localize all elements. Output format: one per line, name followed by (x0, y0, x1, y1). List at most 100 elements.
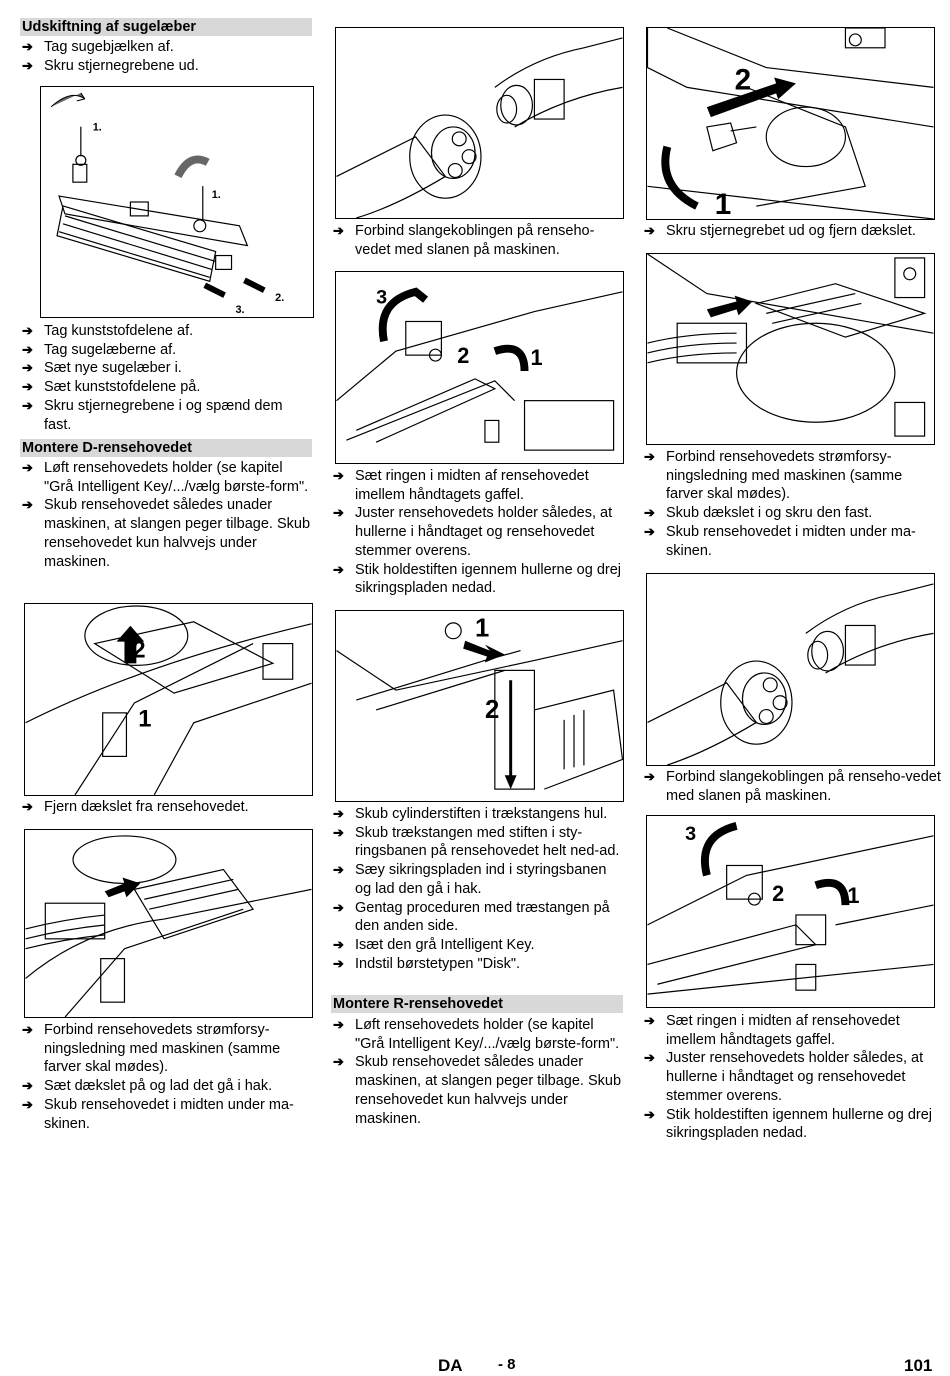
arrow-icon: ➔ (333, 223, 344, 238)
arrow-icon: ➔ (644, 769, 655, 784)
figure-label: 3 (376, 287, 387, 309)
list-item: ➔Sæt dækslet på og lad det gå i hak. (22, 1078, 273, 1095)
figure-label: 1 (715, 188, 732, 219)
step-list: ➔Skub cylinderstiften i trækstangens hul… (331, 805, 623, 973)
figure-squeegee-disassembly: 1. 1. 2. 3. (40, 86, 314, 318)
arrow-icon: ➔ (22, 323, 33, 338)
list-item: ➔Forbind slangekoblingen på renseho-vede… (644, 769, 941, 804)
page-number: 101 (904, 1356, 933, 1375)
figure-label: 1. (212, 189, 221, 201)
figure-mount-handle-d: 3 2 1 (335, 271, 624, 464)
figure-label: 1 (475, 615, 489, 643)
heading-replace-squeegee: Udskiftning af sugelæber (20, 18, 312, 36)
figure-label: 2. (275, 292, 284, 304)
figure-label: 1 (138, 706, 151, 733)
heading-mount-r-head: Montere R-rensehovedet (331, 995, 623, 1013)
list-item: ➔Skub trækstangen med stiften i sty-ring… (333, 824, 620, 860)
arrow-icon: ➔ (22, 397, 33, 413)
arrow-icon: ➔ (333, 505, 344, 521)
step-list: ➔Løft rensehovedets holder (se kapitel "… (20, 459, 312, 571)
figure-label: 2 (485, 696, 499, 724)
figure-pull-rod: 1 2 (335, 610, 624, 802)
arrow-icon: ➔ (22, 1096, 33, 1112)
figure-label: 2 (132, 636, 145, 663)
step-list: ➔Forbind slangekoblingen på renseho-vede… (642, 768, 942, 805)
step-list: ➔Forbind rensehovedets strømforsy-ningsl… (642, 448, 942, 560)
step-list: ➔Fjern dækslet fra rensehovedet. (20, 798, 312, 817)
figure-hose-coupling (335, 27, 624, 219)
list-item: ➔Skru stjernegrebet ud og fjern dækslet. (644, 223, 916, 239)
arrow-icon: ➔ (333, 955, 344, 971)
list-item: ➔Forbind slangekoblingen på renseho-vede… (333, 223, 595, 258)
figure-label: 1 (847, 883, 859, 908)
list-item: ➔Indstil børstetypen "Disk". (333, 955, 521, 972)
list-item: ➔Sæt nye sugelæber i. (22, 360, 182, 377)
list-item: ➔Skub dækslet i og skru den fast. (644, 505, 873, 522)
list-item: ➔Stik holdestiften igennem hullerne og d… (644, 1106, 932, 1142)
list-item: ➔Fjern dækslet fra rensehovedet. (22, 799, 249, 815)
arrow-icon: ➔ (333, 862, 344, 878)
arrow-icon: ➔ (22, 1078, 33, 1094)
list-item: ➔Sæt ringen i midten af rensehovedet ime… (644, 1013, 900, 1048)
arrow-icon: ➔ (644, 1106, 655, 1122)
list-item: ➔Skub cylinderstiften i trækstangens hul… (333, 806, 608, 822)
list-item: ➔Stik holdestiften igennem hullerne og d… (333, 561, 621, 597)
step-list: ➔Forbind rensehovedets strømforsy-ningsl… (20, 1021, 312, 1133)
list-item: ➔Skub rensehovedet i midten under ma-ski… (644, 523, 916, 559)
list-item: ➔Skub rensehovedet således unader maskin… (22, 497, 311, 570)
arrow-icon: ➔ (333, 561, 344, 577)
figure-label: 3. (235, 304, 244, 316)
figure-connect-power-r (646, 253, 935, 445)
list-item: ➔Sæy sikringspladen ind i styringsbanen … (333, 862, 607, 897)
figure-remove-cover: 2 1 (24, 603, 313, 796)
arrow-icon: ➔ (333, 1017, 344, 1032)
arrow-icon: ➔ (644, 1013, 655, 1028)
arrow-icon: ➔ (333, 899, 344, 915)
figure-label: 1. (93, 122, 102, 134)
arrow-icon: ➔ (644, 505, 655, 521)
step-list: ➔Tag kunststofdelene af. ➔Tag sugelæbern… (20, 322, 312, 434)
list-item: ➔Løft rensehovedets holder (se kapitel "… (333, 1017, 620, 1052)
arrow-icon: ➔ (22, 39, 33, 54)
step-list: ➔Forbind slangekoblingen på renseho-vede… (331, 222, 623, 259)
arrow-icon: ➔ (22, 460, 33, 475)
footer-language: DA (438, 1356, 463, 1375)
figure-label: 2 (772, 881, 784, 906)
arrow-icon: ➔ (644, 523, 655, 539)
figure-label: 2 (735, 63, 752, 96)
list-item: ➔Skru stjernegrebene i og spænd dem fast… (22, 397, 283, 433)
footer-section: - 8 (498, 1356, 516, 1373)
arrow-icon: ➔ (644, 1050, 655, 1066)
arrow-icon: ➔ (22, 379, 33, 395)
step-list: ➔Løft rensehovedets holder (se kapitel "… (331, 1016, 623, 1128)
list-item: ➔Sæt ringen i midten af rensehovedet ime… (333, 468, 589, 503)
arrow-icon: ➔ (644, 449, 655, 464)
arrow-icon: ➔ (22, 57, 33, 73)
list-item: ➔Skub rensehovedet i midten under ma-ski… (22, 1096, 294, 1132)
list-item: ➔Skru stjernegrebene ud. (22, 57, 199, 74)
list-item: ➔Gentag proceduren med træstangen på den… (333, 899, 610, 935)
arrow-icon: ➔ (333, 1054, 344, 1070)
step-list: ➔Sæt ringen i midten af rensehovedet ime… (331, 467, 623, 598)
arrow-icon: ➔ (333, 936, 344, 952)
figure-mount-handle-r: 3 2 1 (646, 815, 935, 1008)
figure-remove-cover-screw: 2 1 (646, 27, 935, 220)
arrow-icon: ➔ (22, 341, 33, 357)
figure-label: 2 (457, 343, 469, 368)
arrow-icon: ➔ (22, 497, 33, 513)
list-item: ➔Forbind rensehovedets strømforsy-ningsl… (22, 1022, 281, 1076)
list-item: ➔Tag sugebjælken af. (22, 39, 174, 55)
figure-label: 3 (685, 823, 696, 845)
list-item: ➔Løft rensehovedets holder (se kapitel "… (22, 460, 309, 495)
list-item: ➔Juster rensehovedets holder således, at… (644, 1050, 924, 1104)
list-item: ➔Skub rensehovedet således unader maskin… (333, 1054, 622, 1127)
list-item: ➔Isæt den grå Intelligent Key. (333, 936, 535, 953)
arrow-icon: ➔ (22, 360, 33, 376)
list-item: ➔Tag kunststofdelene af. (22, 323, 194, 339)
arrow-icon: ➔ (22, 799, 33, 814)
step-list: ➔Tag sugebjælken af. ➔Skru stjernegreben… (20, 38, 312, 75)
heading-mount-d-head: Montere D-rensehovedet (20, 439, 312, 457)
figure-connect-power-d (24, 829, 313, 1018)
step-list: ➔Sæt ringen i midten af rensehovedet ime… (642, 1012, 942, 1143)
step-list: ➔Skru stjernegrebet ud og fjern dækslet. (642, 222, 942, 241)
